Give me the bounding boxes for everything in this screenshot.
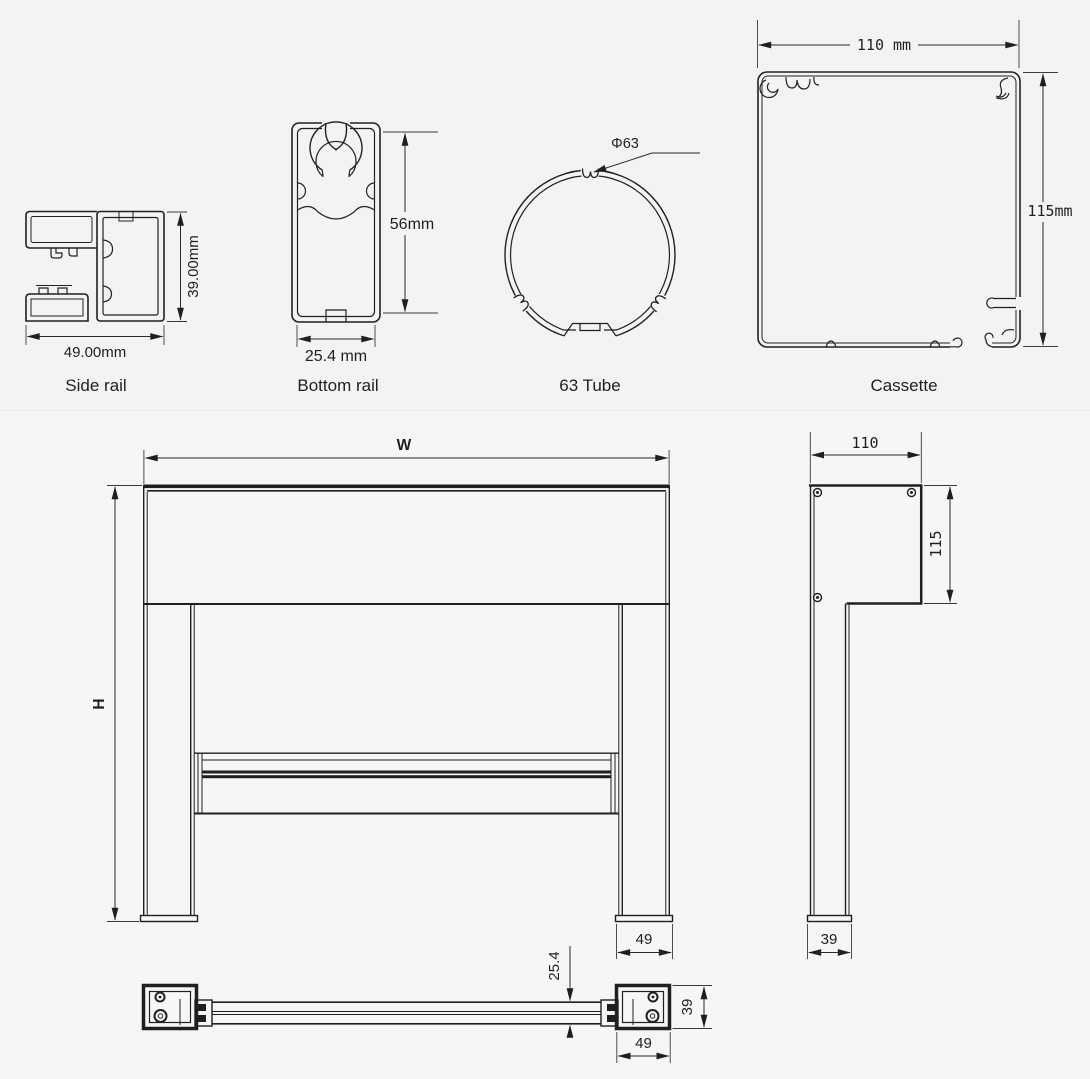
side-rail-height-label: 39.00mm (185, 235, 202, 298)
cassette-height-label: 115mm (1027, 202, 1072, 220)
plan-left-rail-section (141, 983, 213, 1031)
front-left-foot (139, 914, 199, 923)
plan-width-dimension: 49 (616, 1032, 671, 1063)
plan-width-label: 49 (635, 1035, 652, 1052)
top-panel-background (0, 0, 1090, 411)
plan-bottom-rail (212, 1001, 601, 1025)
plan-thickness-dimension: 25.4 (546, 946, 574, 1038)
front-height-label: H (91, 698, 108, 709)
bottom-panel-background (0, 410, 1090, 1074)
side-rail-profile (25, 210, 165, 322)
bottom-rail-height-dimension: 56mm (383, 131, 441, 314)
side-rail-height-dimension: 39.00mm (167, 211, 202, 322)
front-rail-width-label: 49 (636, 931, 653, 948)
side-rail-width-dimension: 49.00mm (25, 325, 165, 361)
tube-profile (504, 162, 676, 343)
cassette-width-dimension: 110 mm (757, 20, 1020, 68)
side-view (806, 484, 923, 923)
bottom-rail-height-label: 56mm (390, 216, 434, 233)
plan-depth-label: 39 (679, 999, 696, 1016)
front-height-dimension: H (91, 485, 142, 922)
side-view-width-label: 110 (851, 434, 878, 452)
screw-icon (812, 592, 823, 603)
tube-diameter-label: Φ63 (611, 136, 639, 152)
plan-right-rail-section (600, 983, 672, 1031)
tube-caption: 63 Tube (559, 376, 620, 395)
bottom-rail-width-label: 25.4 mm (305, 348, 367, 365)
side-view-rail-depth-dimension: 39 (807, 924, 852, 959)
side-view-width-dimension: 110 (809, 432, 922, 483)
plan-view (141, 983, 672, 1031)
plan-depth-dimension: 39 (672, 985, 712, 1029)
cassette-width-label: 110 mm (857, 36, 911, 54)
cassette-height-dimension: 115mm (1023, 72, 1077, 347)
side-view-rail-depth-label: 39 (821, 931, 838, 948)
screw-icon (906, 487, 917, 498)
front-width-dimension: W (143, 437, 670, 484)
side-view-height-dimension: 115 (924, 485, 957, 604)
front-right-foot (614, 914, 674, 923)
side-rail-caption: Side rail (65, 376, 126, 395)
bottom-rail-profile (291, 118, 381, 323)
side-rail-width-label: 49.00mm (64, 344, 127, 361)
front-rail-width-dimension: 49 (616, 924, 673, 959)
cassette-caption: Cassette (870, 376, 937, 395)
front-width-label: W (397, 437, 412, 454)
side-view-foot (806, 914, 853, 923)
cassette-profile (757, 71, 1023, 351)
side-view-height-label: 115 (927, 530, 945, 557)
front-bottom-rail (194, 752, 619, 815)
bottom-rail-caption: Bottom rail (297, 376, 378, 395)
front-view (139, 484, 674, 923)
plan-thickness-label: 25.4 (546, 951, 563, 980)
screw-icon (812, 487, 823, 498)
bottom-rail-width-dimension: 25.4 mm (296, 325, 376, 365)
tube-diameter-callout: Φ63 (593, 136, 700, 173)
